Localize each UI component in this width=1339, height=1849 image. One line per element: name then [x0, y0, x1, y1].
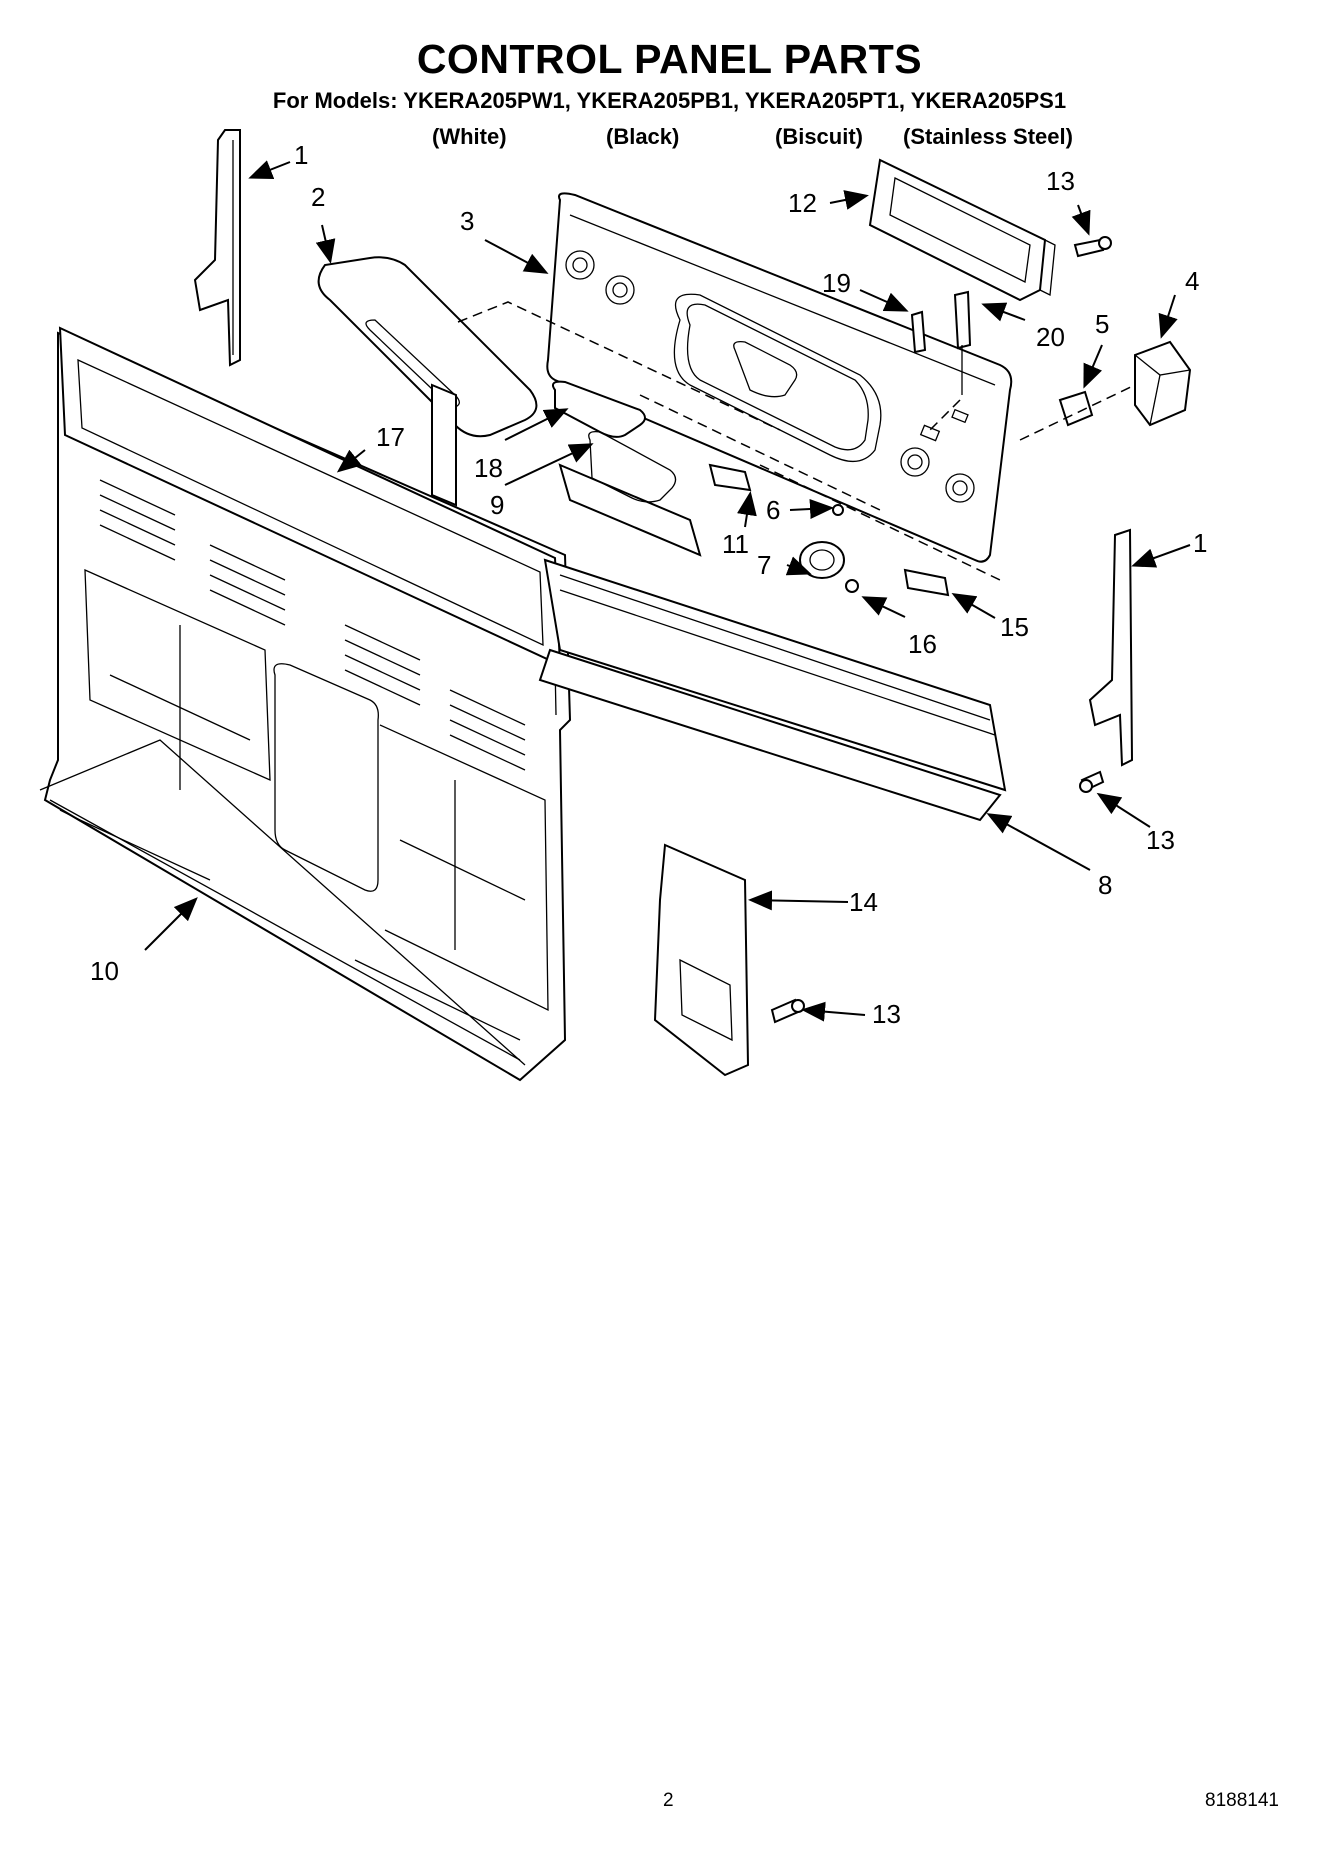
part-12-display-bezel: [868, 158, 1056, 302]
callout-14: 14: [849, 887, 878, 917]
callout-1-left: 1: [294, 140, 309, 170]
callout-20: 20: [1036, 322, 1065, 352]
callout-13-top: 13: [1046, 166, 1075, 196]
variant-white: (White): [432, 124, 507, 149]
callout-4: 4: [1185, 266, 1200, 296]
part-6-screw: [832, 504, 844, 516]
variant-black: (Black): [606, 124, 680, 149]
document-number: 8188141: [1205, 1790, 1279, 1811]
callout-16: 16: [908, 629, 937, 659]
part-13-screw-top: [1073, 236, 1112, 258]
part-18-lens: [552, 380, 646, 438]
part-16-screw: [845, 579, 859, 593]
variant-stainless-steel: (Stainless Steel): [903, 124, 1073, 149]
callout-15: 15: [1000, 612, 1029, 642]
callout-9: 9: [490, 490, 505, 520]
part-4-terminal-block: [1134, 340, 1192, 427]
callout-7: 7: [757, 550, 772, 580]
models-line: For Models: YKERA205PW1, YKERA205PB1, YK…: [272, 88, 1067, 113]
part-1-left-bracket: [193, 129, 241, 367]
callout-3: 3: [460, 206, 475, 236]
callout-13-lower: 13: [872, 999, 901, 1029]
part-5-switch: [1058, 390, 1094, 427]
part-1-right-bracket: [1088, 528, 1134, 767]
callout-11: 11: [722, 529, 749, 559]
part-13-screw-lower: [770, 998, 805, 1024]
leader-arrows: [144, 160, 1191, 1022]
part-19-clip: [910, 310, 927, 354]
part-15-switch: [903, 568, 950, 597]
callout-1-right: 1: [1193, 528, 1208, 558]
callout-10: 10: [90, 956, 119, 986]
variant-biscuit: (Biscuit): [775, 124, 863, 149]
part-2-overlay: [317, 256, 538, 507]
page-title: CONTROL PANEL PARTS: [416, 36, 923, 82]
part-14-bracket: [653, 843, 750, 1077]
callout-19: 19: [822, 268, 851, 298]
callout-12: 12: [788, 188, 817, 218]
page-number: 2: [663, 1790, 674, 1811]
callout-18: 18: [474, 453, 503, 483]
callout-5: 5: [1095, 309, 1110, 339]
callout-17: 17: [376, 422, 405, 452]
callout-8: 8: [1098, 870, 1113, 900]
part-8-trim-bar: [538, 558, 1007, 822]
assembly-lines: [457, 301, 1136, 581]
part-9-display-bracket: [558, 431, 702, 557]
part-13-screw-right: [1079, 770, 1105, 793]
callout-2: 2: [311, 182, 326, 212]
callout-13-right: 13: [1146, 825, 1175, 855]
part-20-harness: [953, 290, 972, 395]
part-11-switch: [708, 463, 752, 492]
callout-6: 6: [766, 495, 781, 525]
